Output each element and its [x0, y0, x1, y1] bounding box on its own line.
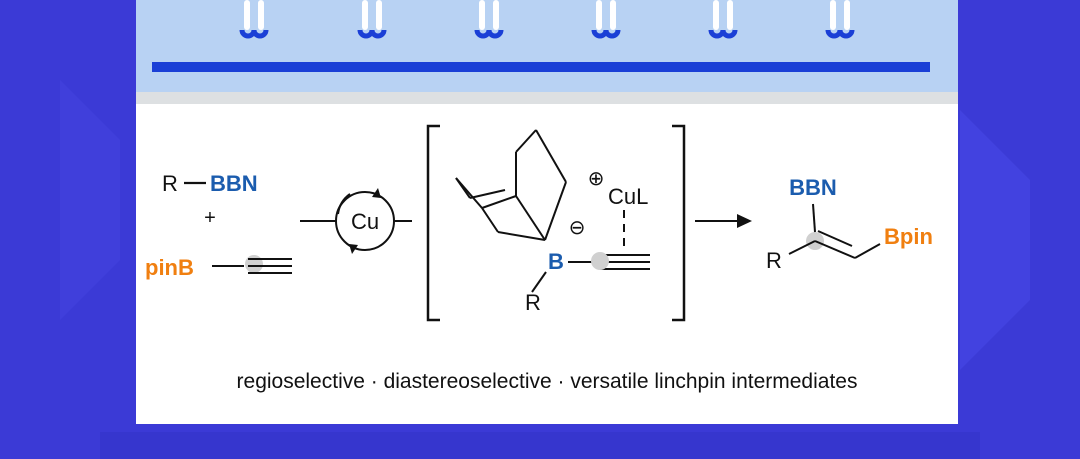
reactant-alkyl-bbn: R BBN [162, 171, 258, 196]
binder-ring-icon [825, 0, 855, 39]
binder-ring-icon [239, 0, 269, 39]
binder-ring-icon [474, 0, 504, 39]
reactant1-r-label: R [162, 171, 178, 196]
plus-sign: + [204, 207, 216, 229]
intermediate-cul-label: CuL [608, 184, 648, 209]
right-bracket [672, 124, 686, 322]
catalyst-label: Cu [351, 209, 379, 234]
cu-catalytic-cycle: Cu [300, 188, 412, 254]
product-bbn-label: BBN [789, 175, 837, 200]
product-alkenyl-diboron: BBN R Bpin [766, 175, 933, 273]
header-bar [152, 62, 930, 72]
intermediate-r-label: R [525, 290, 541, 315]
product-bpin-label: Bpin [884, 224, 933, 249]
caption: regioselective · diastereoselective · ve… [236, 370, 858, 393]
plus-charge-icon: ⊕ [588, 168, 605, 190]
binder-ring-icon [708, 0, 738, 39]
card-header [136, 0, 958, 92]
boronate-intermediate [455, 129, 650, 293]
notebook-card [136, 0, 958, 424]
left-bracket [426, 124, 440, 322]
reactant-alkynyl-bpin: pinB [145, 255, 292, 280]
reactant2-pinb-label: pinB [145, 255, 194, 280]
product-r-label: R [766, 248, 782, 273]
intermediate-boron-label: B [548, 249, 564, 274]
header-divider [136, 92, 958, 104]
reactant1-bbn-label: BBN [210, 171, 258, 196]
minus-charge-icon: ⊖ [569, 217, 586, 239]
reaction-arrow [695, 214, 752, 228]
binder-ring-icon [357, 0, 387, 39]
binder-ring-icon [591, 0, 621, 39]
